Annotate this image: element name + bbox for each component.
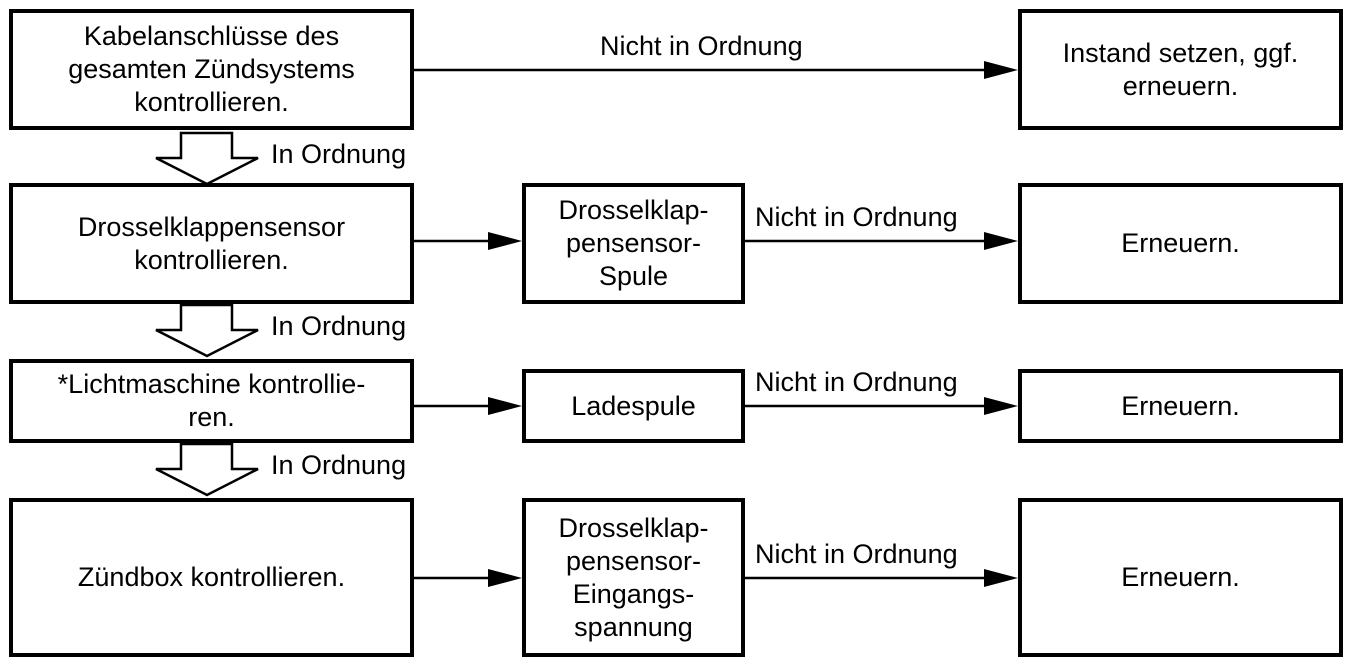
action-box-repair: Instand setzen, ggf. erneuern. — [1018, 9, 1343, 130]
arrowhead-row3-component — [488, 397, 522, 415]
down-arrow-2 — [155, 303, 259, 358]
not-ok-label-row4: Nicht in Ordnung — [755, 539, 958, 569]
component-box-sensor-input-voltage: Drosselklap- pensensor- Eingangs- spannu… — [522, 498, 745, 657]
not-ok-label-row3: Nicht in Ordnung — [755, 367, 958, 397]
component-box-throttle-sensor-coil: Drosselklap- pensensor- Spule — [522, 183, 745, 304]
action-box-replace-row3: Erneuern. — [1018, 369, 1343, 443]
check-box-throttle-sensor: Drosselklappensensor kontrollieren. — [9, 183, 414, 304]
check-box-cdi-unit: Zündbox kontrollieren. — [9, 498, 414, 657]
arrowhead-row4-component — [488, 569, 522, 587]
arrowhead-row2-action — [984, 232, 1018, 250]
check-box-alternator: *Lichtmaschine kontrollie- ren. — [9, 359, 414, 443]
ok-label-2: In Ordnung — [271, 311, 407, 341]
not-ok-label-row2: Nicht in Ordnung — [755, 202, 958, 232]
down-arrow-3 — [155, 442, 259, 497]
action-box-replace-row2: Erneuern. — [1018, 183, 1343, 304]
check-box-cable-connections: Kabelanschlüsse des gesamten Zündsystems… — [9, 9, 414, 130]
ok-label-3: In Ordnung — [271, 450, 407, 480]
component-box-charging-coil: Ladespule — [522, 369, 745, 443]
action-box-replace-row4: Erneuern. — [1018, 498, 1343, 657]
arrowhead-row2-component — [488, 232, 522, 250]
arrowhead-row1-action — [984, 61, 1018, 79]
ok-label-1: In Ordnung — [271, 139, 407, 169]
arrowhead-row3-action — [984, 397, 1018, 415]
not-ok-label-row1: Nicht in Ordnung — [600, 31, 803, 61]
down-arrow-1 — [155, 131, 259, 186]
arrowhead-row4-action — [984, 569, 1018, 587]
